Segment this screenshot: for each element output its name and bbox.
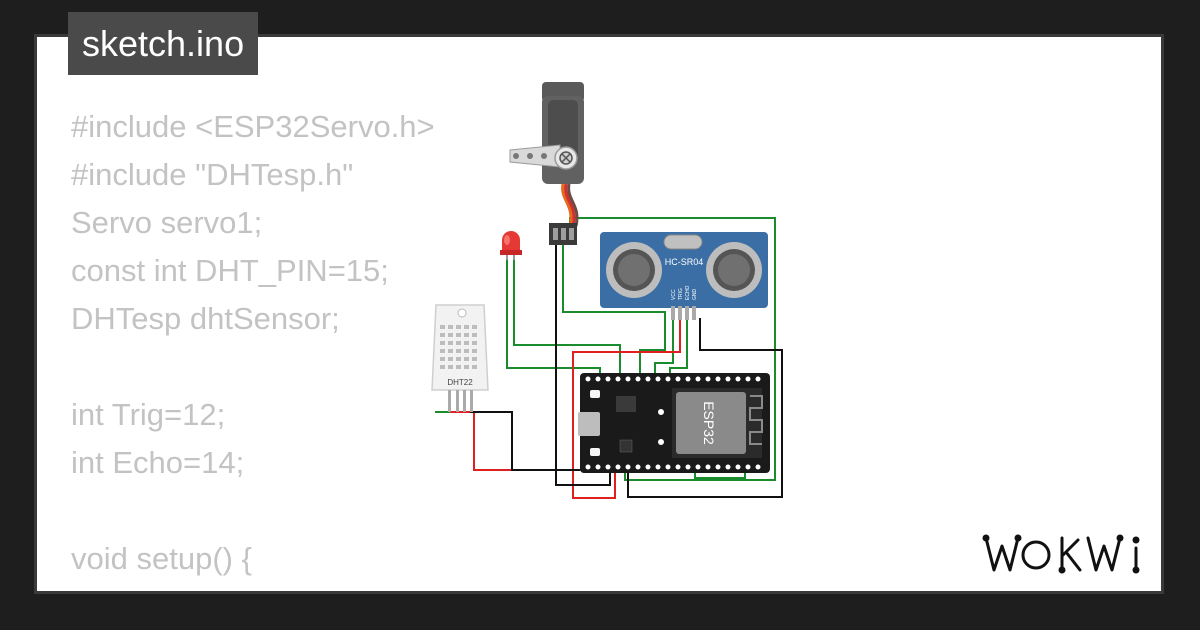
wokwi-logo-icon (982, 534, 1140, 574)
code-line: #include "DHTesp.h" (71, 157, 354, 192)
ultrasonic-sensor: HC-SR04 VCC TRIG ECHO GND (600, 232, 768, 320)
ultrasonic-pin-label: VCC (671, 289, 677, 300)
wire-sonar-gnd (627, 318, 783, 498)
screw-icon (559, 151, 573, 165)
code-line (71, 583, 435, 591)
esp32-board: ESP32 (578, 373, 770, 473)
wire-servo-pwr (562, 245, 666, 378)
pin-headers-top (585, 376, 761, 382)
circuit-diagram: HC-SR04 VCC TRIG ECHO GND DHT22 (431, 82, 783, 499)
code-preview: #include <ESP32Servo.h> #include "DHTesp… (71, 103, 435, 591)
ultrasonic-label: HC-SR04 (665, 257, 704, 267)
dht22-sensor: DHT22 (431, 304, 489, 412)
wire-led-signal (506, 258, 601, 378)
wire-vcc (572, 318, 681, 499)
wokwi-logo (980, 530, 1150, 585)
code-line: DHTesp dhtSensor; (71, 301, 340, 336)
code-line: int Trig=12; (71, 397, 226, 432)
servo-motor (509, 82, 584, 245)
wire-dht-vcc (450, 411, 591, 471)
esp32-label: ESP32 (701, 401, 717, 445)
ultrasonic-pin-label: GND (692, 289, 698, 301)
wire-led-gnd (513, 258, 621, 378)
code-line: const int DHT_PIN=15; (71, 253, 389, 288)
wire-trig (654, 318, 674, 378)
pin-headers-bottom (585, 464, 761, 470)
ultrasonic-pin-label: TRIG (678, 288, 684, 300)
wire-board-loop (694, 470, 746, 479)
dht22-label: DHT22 (447, 378, 473, 387)
wire-servo-gnd (555, 245, 611, 486)
code-line: #include <ESP32Servo.h> (71, 109, 435, 144)
preview-card: #include <ESP32Servo.h> #include "DHTesp… (34, 34, 1164, 594)
ultrasonic-pin-label: ECHO (685, 285, 691, 300)
code-line: Servo servo1; (71, 205, 263, 240)
code-line (71, 343, 435, 391)
code-line: int Echo=14; (71, 445, 245, 480)
led-red (500, 231, 522, 260)
file-tab[interactable]: sketch.ino (68, 12, 259, 75)
code-line (71, 487, 435, 535)
wire-dht-gnd (470, 411, 580, 471)
code-line: void setup() { (71, 541, 252, 576)
